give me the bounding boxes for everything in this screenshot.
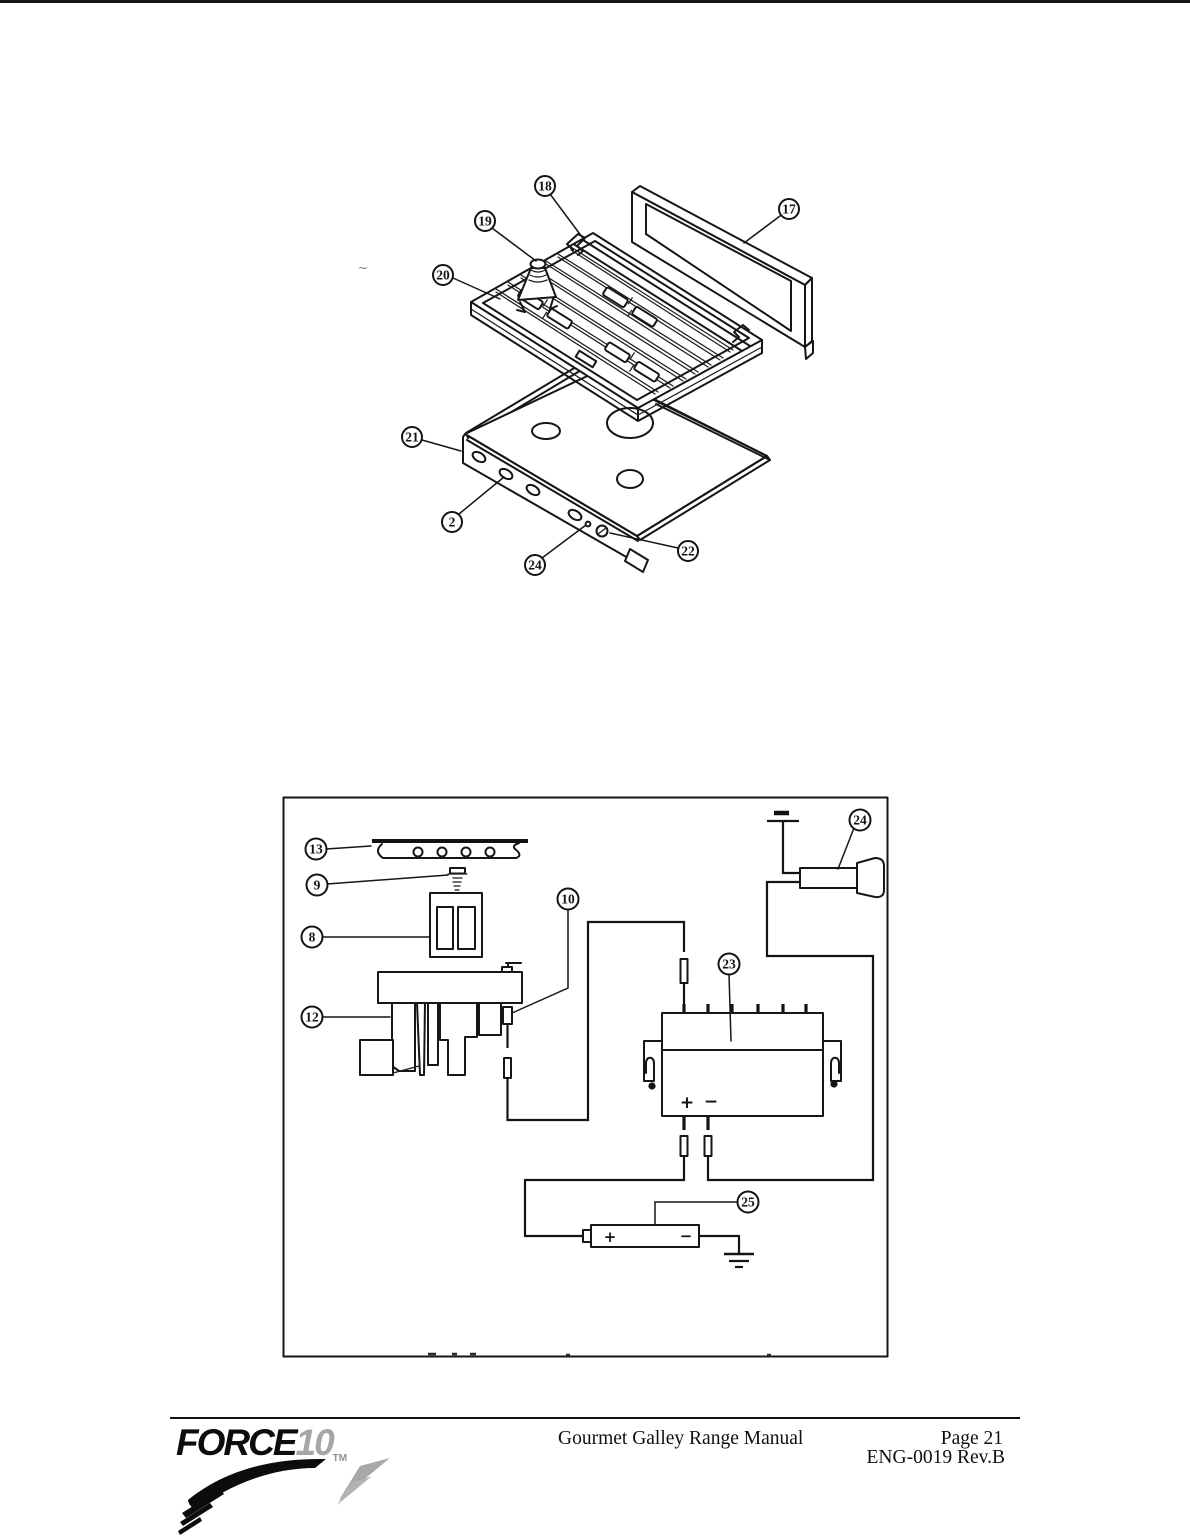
burner-hole-small [531,422,561,440]
callout-8: 8 [300,925,431,949]
rocker-switch [429,892,483,958]
svg-text:20: 20 [436,268,450,283]
mounting-clip [566,233,586,256]
rail-hole [525,483,541,497]
burner-hole-large [606,407,654,439]
svg-text:10: 10 [561,892,575,907]
tray-back-rail [574,239,751,352]
callout-17: 17 [743,198,800,244]
rail-hole [567,508,583,522]
svg-text:18: 18 [538,179,552,194]
svg-text:23: 23 [722,957,736,972]
rail-hole [498,467,514,481]
rail-screw [595,524,609,538]
manual-title: Gourmet Galley Range Manual [558,1428,804,1449]
footer-rule [170,1417,1020,1419]
battery-plus-label: + [604,1228,617,1246]
rail-clip [732,324,750,343]
svg-text:22: 22 [681,544,695,559]
swoosh-gray-wedge [337,1476,372,1505]
valve-assembly [359,962,523,1076]
svg-text:24: 24 [853,813,867,828]
svg-text:19: 19 [478,214,492,229]
module-terminals [682,1004,808,1013]
callout-24-wiring: 24 [837,808,872,870]
callout-10: 10 [511,887,580,1014]
swoosh-stripe [182,1489,224,1518]
ground-symbol-bottom [724,1252,754,1269]
callout-2: 2 [441,476,505,533]
tray-small-cutout [574,349,598,369]
battery: + − [582,1224,754,1269]
svg-text:2: 2 [449,515,456,530]
svg-text:25: 25 [741,1195,755,1210]
trademark-symbol: TM [332,1453,348,1464]
wire-connector [679,1135,689,1157]
burner-hole-medium [616,469,644,489]
logo-10-text: 10 [295,1422,335,1463]
exploded-diagram: ~ [358,175,814,576]
burner-slot [604,341,660,383]
callout-19: 19 [474,210,537,262]
swoosh-stripe [180,1503,213,1526]
callout-21: 21 [401,426,462,452]
bottom-edge-marks [428,1352,771,1357]
callout-22: 22 [609,532,699,562]
positive-wire [523,1156,686,1238]
callout-13: 13 [304,837,372,861]
svg-text:21: 21 [405,430,419,445]
stray-scan-mark: ~ [358,261,368,275]
document-number: ENG-0019 Rev.B [866,1447,1005,1468]
module-bracket-right [822,1040,842,1082]
ground-symbol-top [767,810,799,823]
force10-logo: FORCE10TM [176,1424,347,1464]
microswitch-wire [503,920,689,1122]
svg-text:13: 13 [309,842,323,857]
callout-18: 18 [534,175,583,238]
control-rail [462,433,649,573]
wire-connector [503,1057,512,1079]
swoosh-stripe [178,1517,202,1535]
callout-25: 25 [654,1190,760,1225]
ignition-module: + − [643,1004,842,1157]
svg-text:12: 12 [305,1010,319,1025]
module-plus-label: + [680,1093,694,1113]
rail-foot [624,548,649,573]
spark-plug [767,810,885,899]
wiring-diagram-border [282,796,889,1358]
rail-pilot-hole [584,520,592,528]
logo-swoosh [178,1458,390,1535]
igniter-electrode [516,258,558,313]
rail-hole [471,450,487,464]
screw [447,867,468,891]
callout-20: 20 [432,264,501,300]
callout-9: 9 [305,873,449,897]
module-minus-label: − [704,1092,718,1112]
battery-minus-label: − [680,1227,693,1245]
mounting-screw-dot [648,1082,656,1090]
module-bracket-left [643,1040,663,1082]
wire-connector [679,958,689,984]
mounting-screw-dot [830,1080,838,1088]
manifold-rail [372,839,528,859]
svg-text:17: 17 [782,202,796,217]
wiring-diagram: + − + [282,796,889,1358]
back-panel [631,185,814,360]
page-top-edge [0,0,1190,3]
callout-24: 24 [524,524,587,576]
svg-text:9: 9 [314,878,321,893]
negative-wire [706,880,875,1182]
microswitch [502,1006,513,1025]
page-number: Page 21 [940,1428,1003,1449]
wire-connector [703,1135,713,1157]
callout-12: 12 [300,1005,391,1029]
callout-23: 23 [717,952,741,1042]
burner-slot [602,286,658,328]
logo-force-text: FORCE [176,1422,297,1463]
svg-text:24: 24 [528,558,542,573]
svg-text:8: 8 [309,930,316,945]
